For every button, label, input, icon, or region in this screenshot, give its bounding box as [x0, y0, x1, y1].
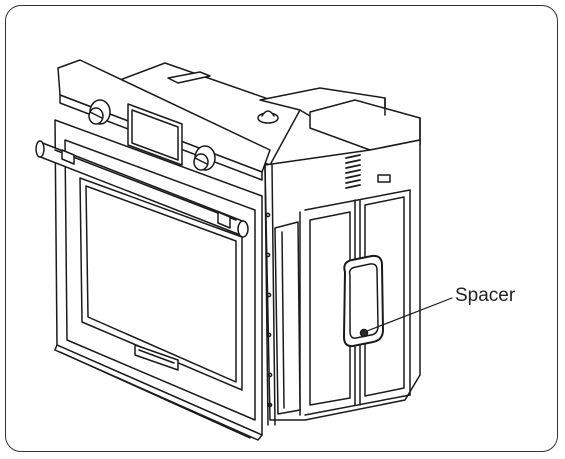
spacer-screw [359, 328, 369, 338]
spacer-leader-line [366, 297, 453, 332]
spacer [343, 254, 384, 348]
door-handle [35, 140, 249, 238]
oven-door [54, 119, 263, 441]
spacer-label: Spacer [455, 285, 516, 306]
knob-left [88, 99, 111, 125]
knob-right [193, 145, 216, 171]
oven-body [119, 62, 421, 426]
side-vents [345, 154, 361, 189]
door-badge [134, 344, 179, 371]
